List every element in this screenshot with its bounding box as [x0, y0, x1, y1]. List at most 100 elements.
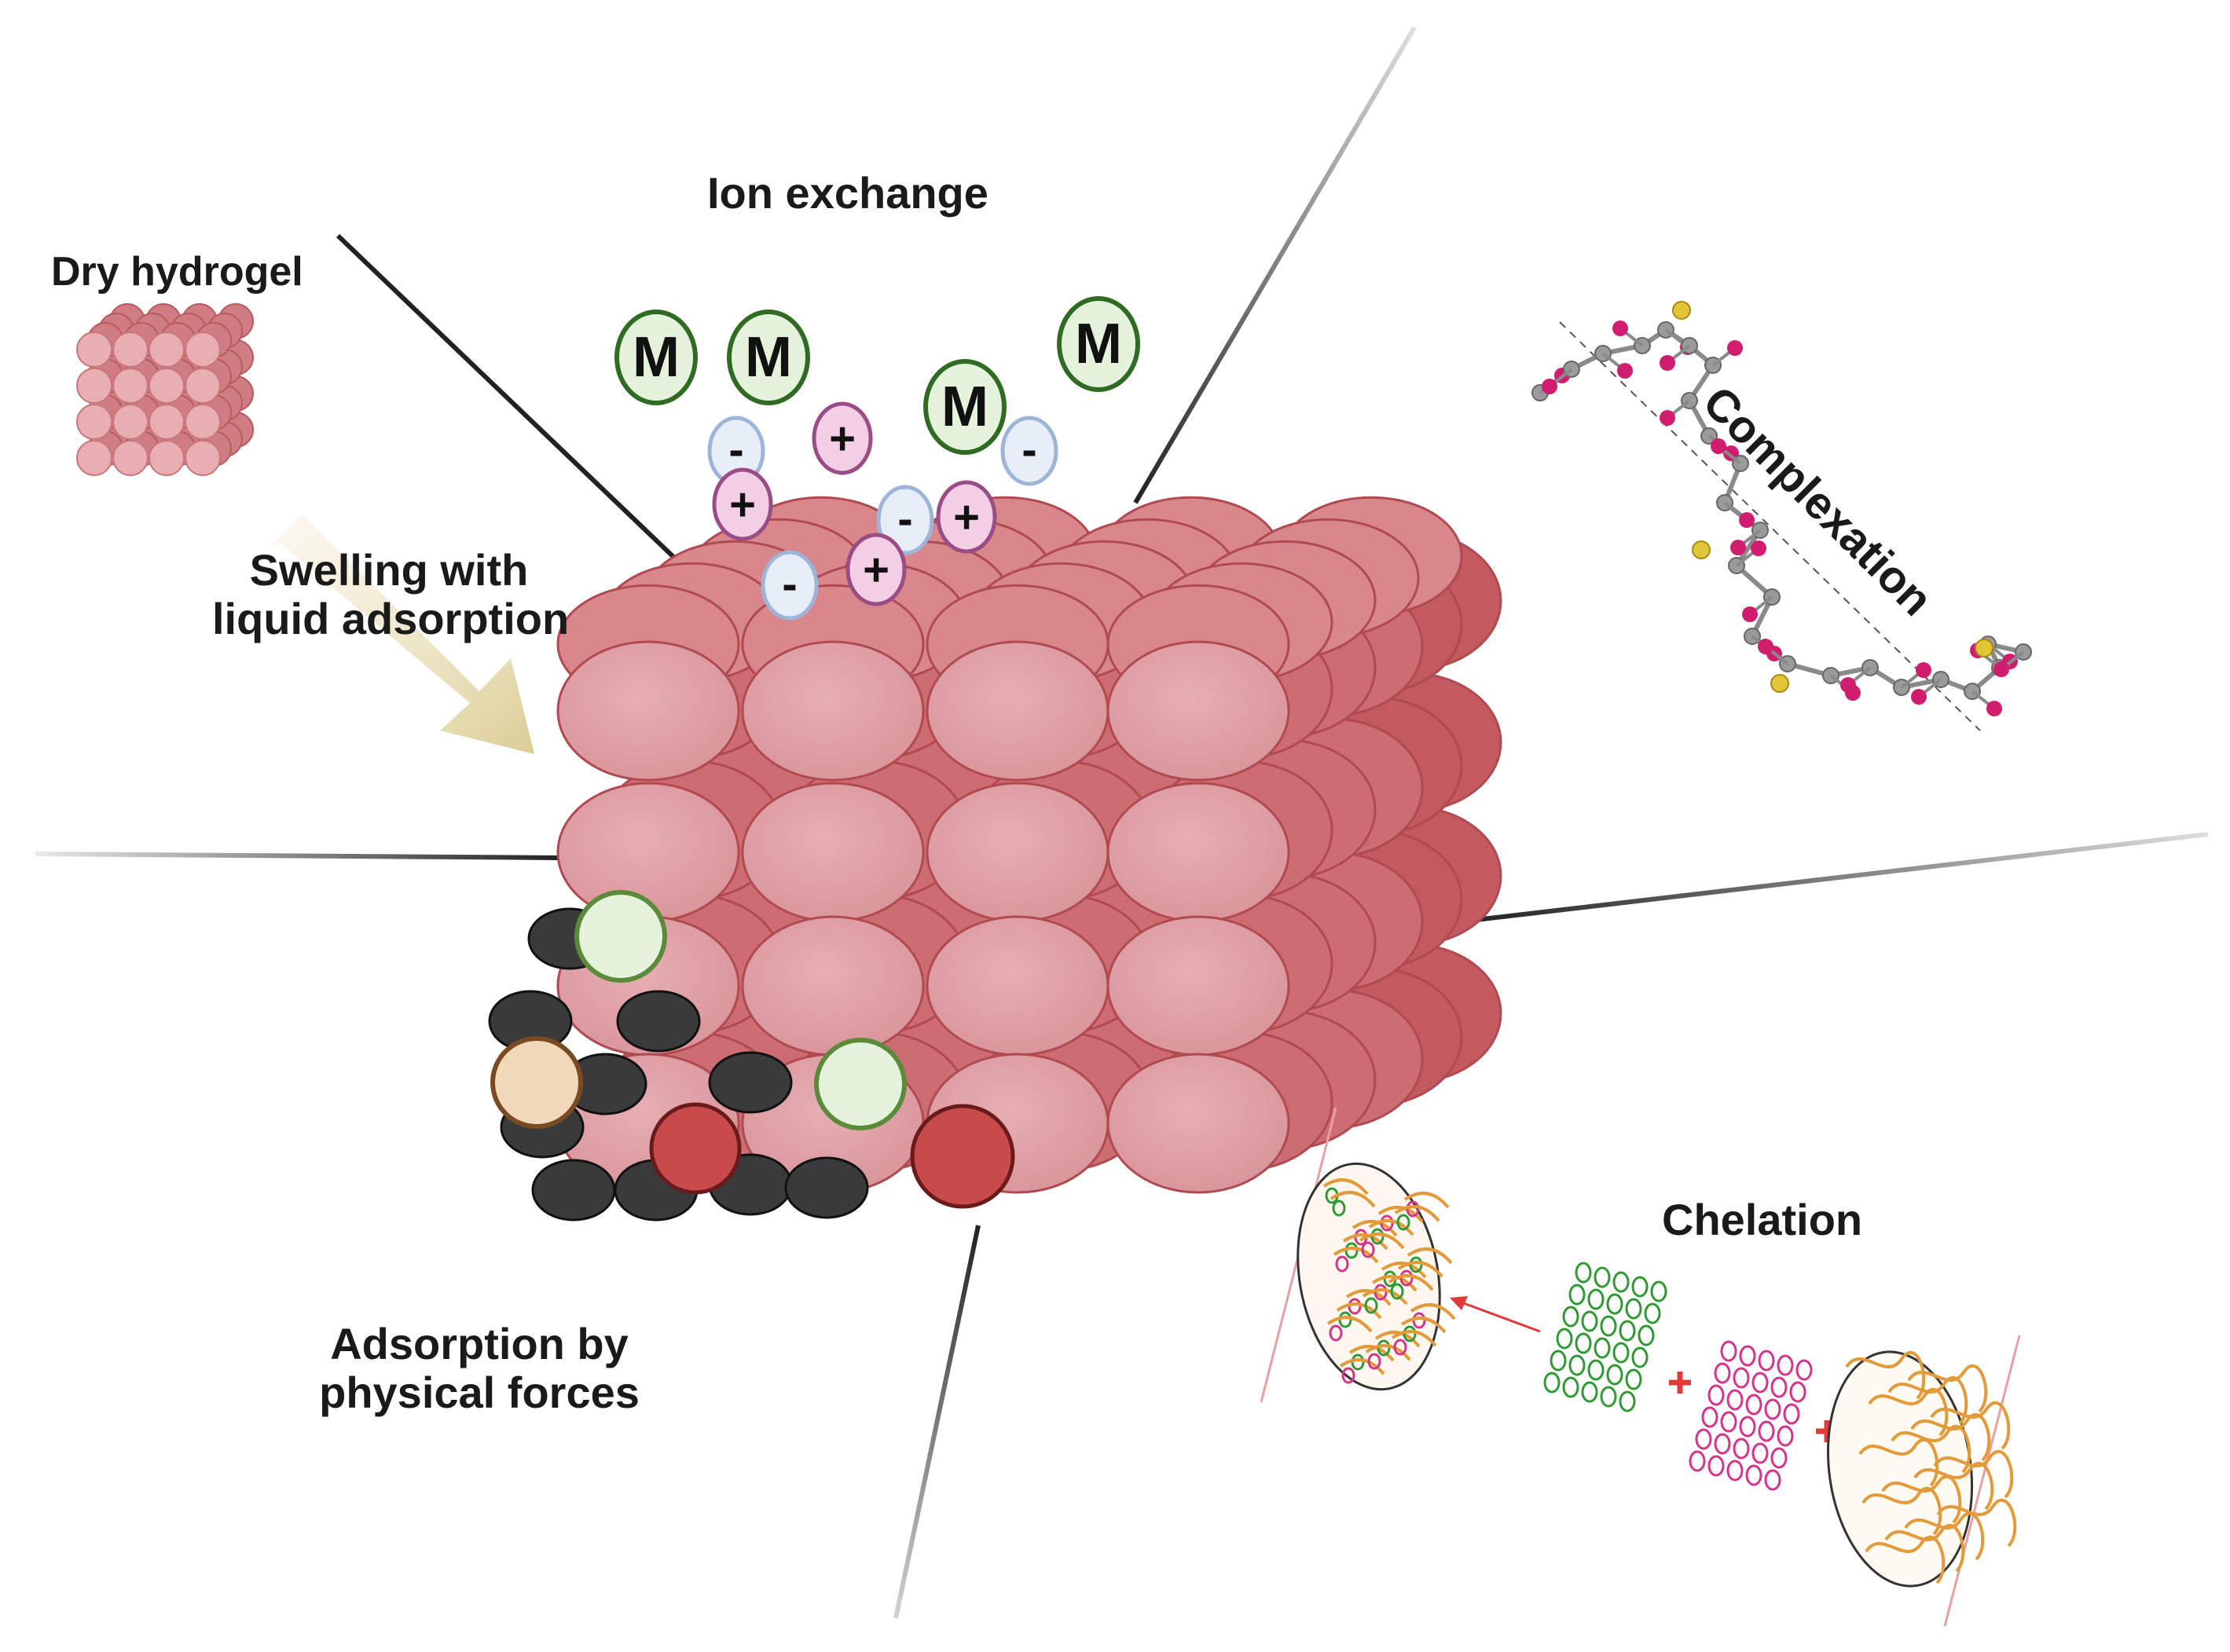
- metal-ion-circle: [1057, 296, 1140, 392]
- pollutant-tan: [490, 1036, 583, 1129]
- chelation-plus-icon: [1669, 1372, 1691, 1394]
- chelation-green-ion: [1600, 1386, 1617, 1408]
- chelation-pink-ion: [1777, 1354, 1794, 1376]
- chelation-green-ion: [1581, 1381, 1598, 1403]
- molecule-oxygen-atom: [1739, 512, 1755, 528]
- chelation-pink-ion: [1739, 1416, 1756, 1438]
- chelation-particle: [1329, 1324, 1343, 1342]
- chelation-fiber: [1359, 1233, 1405, 1250]
- chelation-arrow: [1454, 1299, 1541, 1333]
- dry-bead: [76, 368, 112, 404]
- chelation-polymer-fiber: [1930, 1401, 2011, 1450]
- chelation-pink-ion: [1695, 1428, 1712, 1450]
- molecule-oxygen-atom: [1758, 639, 1773, 654]
- chelation-polymer-fiber: [1845, 1350, 1926, 1400]
- dry-bead: [185, 331, 221, 368]
- anion-symbol: -: [782, 559, 797, 610]
- chelation-green-ion: [1625, 1298, 1642, 1320]
- chelation-fiber: [1330, 1191, 1376, 1208]
- cation-icon: +: [845, 533, 907, 606]
- chelation-green-ion: [1619, 1320, 1636, 1342]
- chelation-polymer-fiber: [1904, 1511, 1985, 1561]
- chelation-green-ion: [1587, 1359, 1605, 1381]
- chelation-green-ion: [1562, 1376, 1579, 1398]
- chelation-green-ion: [1600, 1315, 1617, 1337]
- chelation-green-ion: [1543, 1372, 1561, 1394]
- block-bead-front: [556, 640, 740, 782]
- chelation-green-ion: [1594, 1266, 1611, 1288]
- chelation-polymer-fiber: [1933, 1449, 2014, 1499]
- divider-line-top-left: [336, 233, 710, 592]
- chelation-particle: [1390, 1283, 1404, 1300]
- cation-symbol: +: [953, 492, 980, 543]
- chelation-fiber: [1322, 1178, 1369, 1196]
- chelation-pink-ion: [1770, 1376, 1788, 1398]
- anion-symbol: -: [728, 424, 743, 475]
- metal-ion-icon: M: [727, 310, 810, 405]
- metal-ion-circle: [727, 310, 810, 405]
- swollen-hydrogel-block: [556, 496, 1502, 1194]
- metal-ion-symbol: M: [1075, 313, 1122, 375]
- block-bead-front: [1106, 640, 1290, 782]
- chelation-green-ion: [1587, 1288, 1605, 1310]
- chelation-polymer-fiber: [1891, 1424, 1971, 1474]
- molecule-sulfur-atom: [1770, 674, 1789, 693]
- anion-circle: [876, 485, 934, 555]
- block-bead-front: [741, 915, 925, 1057]
- chelation-fiber: [1394, 1205, 1440, 1222]
- molecule-oxygen-atom: [1993, 661, 2009, 677]
- divider-line-bottom: [893, 1225, 981, 1619]
- molecule-oxygen-atom: [1751, 540, 1766, 556]
- pollutant-dark: [784, 1156, 869, 1219]
- chelation-pink-ion: [1770, 1447, 1788, 1469]
- metal-ion-symbol: M: [745, 326, 792, 389]
- molecule-sulfur-atom: [1672, 301, 1691, 320]
- adsorption-label-line1: Adsorption by: [330, 1319, 629, 1368]
- chelation-pink-ion: [1758, 1350, 1775, 1372]
- divider-line-top-right: [1133, 26, 1417, 504]
- block-bead-front: [1106, 1053, 1290, 1194]
- block-bead-front: [1106, 782, 1290, 923]
- dry-bead: [149, 368, 185, 404]
- block-bead-front: [741, 782, 925, 923]
- chelation-pink-ion: [1726, 1460, 1744, 1482]
- chelation-fiber: [1403, 1192, 1450, 1209]
- chelation-green-ion: [1556, 1328, 1573, 1350]
- chelation-fiber: [1400, 1317, 1447, 1334]
- chelation-pink-ion: [1783, 1403, 1800, 1425]
- chelation-fiber: [1362, 1288, 1408, 1306]
- chelation-particle: [1341, 1367, 1355, 1384]
- chelation-polymer-fiber: [1865, 1535, 1946, 1584]
- molecule-axis: [1559, 321, 1981, 731]
- dry-bead: [112, 368, 149, 404]
- chelation-fiber: [1326, 1316, 1373, 1333]
- cation-symbol: +: [829, 413, 856, 464]
- chelation-green-ion: [1606, 1364, 1623, 1386]
- chelation-fiber: [1368, 1219, 1414, 1236]
- cation-circle: [712, 467, 773, 541]
- chelation-green-ion: [1562, 1306, 1579, 1328]
- divider-line-right: [1469, 832, 2209, 923]
- molecular-chain-icon: [1531, 301, 2032, 731]
- chelation-pink-ion: [1745, 1464, 1762, 1486]
- chelation-frame-right: [1943, 1335, 2021, 1627]
- chelation-green-ion: [1568, 1354, 1586, 1376]
- pollutant-green: [574, 890, 667, 983]
- chelation-fiber: [1336, 1302, 1382, 1320]
- chelation-fiber: [1397, 1261, 1443, 1278]
- ion-exchange-label: Ion exchange: [707, 168, 988, 218]
- chelation-green-ion: [1606, 1293, 1623, 1315]
- molecule-oxygen-atom: [1911, 689, 1927, 705]
- molecule-oxygen-atom: [1542, 379, 1557, 394]
- chelation-pink-ion: [1758, 1420, 1775, 1442]
- chelation-green-ion: [1650, 1280, 1667, 1302]
- molecule-oxygen-atom: [1742, 606, 1758, 622]
- chelation-pink-ion: [1751, 1372, 1769, 1394]
- chelation-particle: [1396, 1214, 1410, 1231]
- dry-bead: [76, 404, 112, 440]
- divider-lines: [35, 26, 2209, 1619]
- anion-circle: [1000, 416, 1058, 486]
- chelation-green-ion: [1568, 1284, 1586, 1306]
